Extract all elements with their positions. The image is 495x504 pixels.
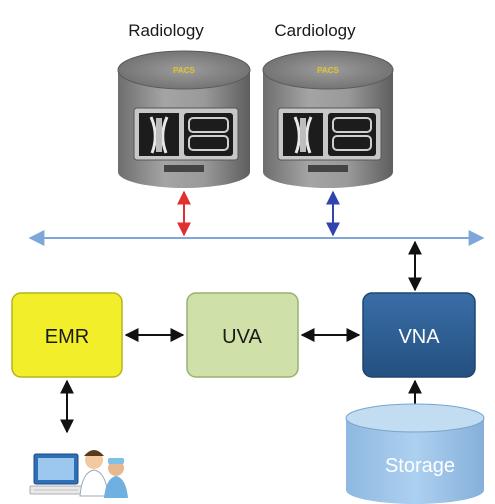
xray-image-icon	[139, 113, 179, 156]
cardiology-title: Cardiology	[274, 21, 356, 40]
storage-label: Storage	[385, 455, 455, 477]
xray-image-icon	[283, 113, 323, 156]
radiology-title: Radiology	[128, 21, 204, 40]
ultrasound-image-icon	[328, 113, 376, 156]
radiology-pacs-cylinder: PACS	[117, 50, 251, 188]
vna-box: VNA	[362, 292, 476, 378]
radiology-pacs-label: PACS	[173, 66, 195, 75]
cardiology-pacs-group: Cardiology PACS	[262, 21, 394, 188]
cardiology-pacs-cylinder: PACS	[262, 50, 394, 188]
medical-staff-icon	[29, 450, 128, 498]
storage-cylinder: Storage	[345, 403, 485, 504]
uva-label: UVA	[222, 326, 262, 348]
emr-label: EMR	[45, 326, 89, 348]
vna-label: VNA	[398, 326, 440, 348]
uva-box: UVA	[186, 292, 299, 378]
ultrasound-image-icon	[184, 113, 233, 156]
radiology-pacs-group: Radiology PACS	[117, 21, 251, 188]
cardiology-pacs-label: PACS	[317, 66, 339, 75]
emr-box: EMR	[11, 292, 123, 378]
